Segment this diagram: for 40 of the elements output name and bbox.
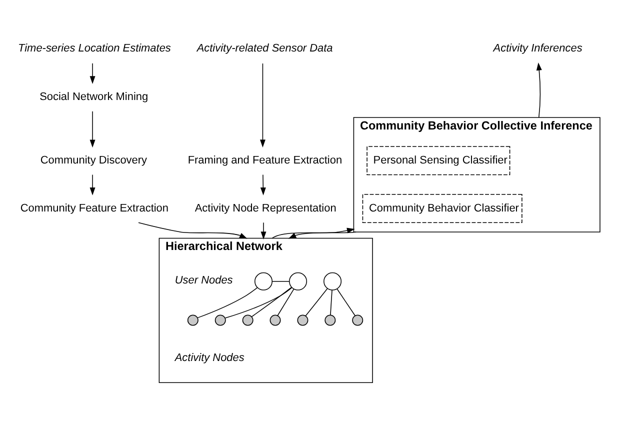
arrow — [272, 228, 355, 239]
node-text: Time-series Location Estimates — [18, 42, 171, 54]
connector — [272, 281, 290, 282]
node-circle — [352, 314, 364, 326]
arrow — [90, 110, 96, 148]
arrow — [288, 232, 356, 239]
connector — [197, 287, 258, 318]
node-circle — [270, 314, 281, 326]
node-circle — [289, 272, 308, 290]
node-text: Social Network Mining — [40, 91, 148, 103]
node-text: Community Discovery — [40, 154, 148, 167]
node-text: Community Feature Extraction — [20, 202, 169, 214]
connector — [305, 288, 328, 316]
connector — [251, 287, 292, 318]
node-circle — [187, 314, 198, 326]
node-circle — [324, 272, 342, 290]
arrow — [260, 63, 266, 148]
connector — [277, 288, 294, 316]
node-text: Framing and Feature Extraction — [188, 154, 342, 167]
node-circle — [297, 314, 308, 326]
connector — [224, 287, 292, 318]
arrow — [90, 63, 96, 84]
arrow — [260, 222, 266, 240]
arrow — [138, 222, 248, 239]
node-box: Personal Sensing Classifier — [366, 146, 510, 176]
node-circle — [324, 314, 336, 326]
arrow — [260, 174, 266, 196]
connector — [336, 288, 356, 316]
node-text: Activity Node Representation — [194, 202, 336, 214]
label: Activity Nodes — [174, 352, 244, 364]
node-circle — [254, 272, 273, 290]
arrow — [90, 174, 96, 196]
node-text: Activity Inferences — [493, 42, 582, 54]
label: User Nodes — [174, 274, 233, 287]
node-circle — [242, 314, 254, 326]
connector — [330, 290, 332, 316]
node-text: Activity-related Sensor Data — [196, 42, 333, 54]
arrow — [536, 62, 542, 118]
node-box: Community Behavior Classifier — [362, 194, 522, 223]
node-circle — [214, 314, 226, 326]
